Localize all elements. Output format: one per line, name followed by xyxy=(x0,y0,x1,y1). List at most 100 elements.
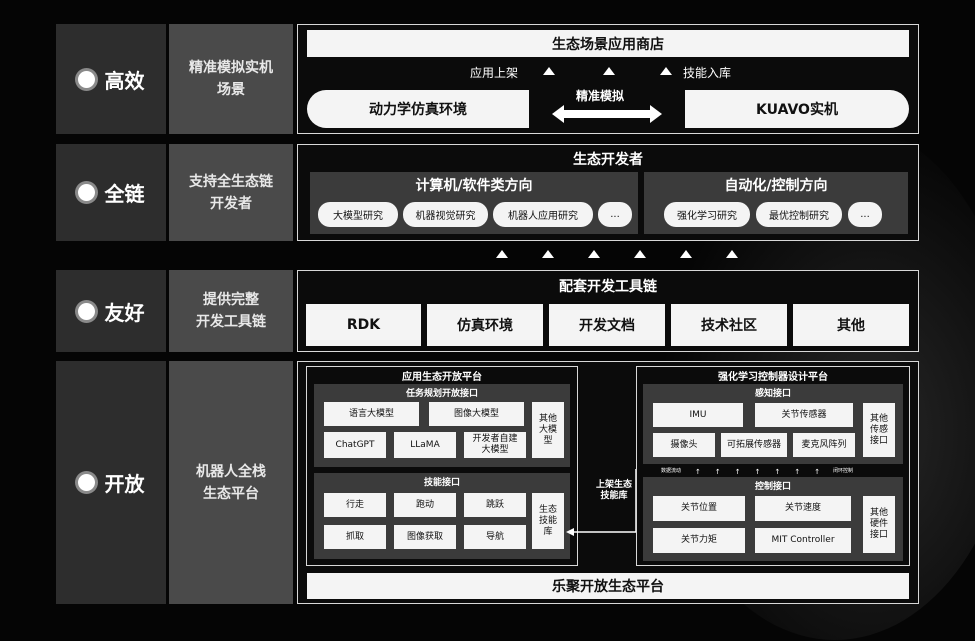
skill-entry-label: 技能入库 xyxy=(683,66,732,80)
connector-arrow-icon xyxy=(566,469,637,536)
more-pill[interactable]: ... xyxy=(598,202,632,227)
software-direction-title: 计算机/软件类方向 xyxy=(415,178,533,194)
arrow-up-icon xyxy=(660,67,672,75)
arrow-up-icon xyxy=(543,67,555,75)
language-model-button[interactable]: 语言大模型 xyxy=(324,402,419,426)
rdk-button[interactable]: RDK xyxy=(306,304,421,346)
row-tag-efficient: 高效 xyxy=(56,24,166,134)
arrow-up-icon xyxy=(634,250,646,258)
task-planning-box: 任务规划开放接口 语言大模型 图像大模型 ChatGPT LLaMA 开发者自建… xyxy=(314,384,570,467)
rl-controller-platform: 强化学习控制器设计平台 感知接口 IMU 关节传感器 摄像头 可拓展传感器 麦克… xyxy=(636,366,910,566)
desc-line: 场景 xyxy=(217,82,245,98)
flow-arrows-icon: ↑↑↑↑↑↑↑ xyxy=(695,468,835,476)
grasp-button[interactable]: 抓取 xyxy=(324,525,386,549)
desc-line: 提供完整 xyxy=(203,292,259,308)
camera-button[interactable]: 摄像头 xyxy=(653,433,715,457)
desc-line: 开发工具链 xyxy=(196,314,266,330)
image-capture-button[interactable]: 图像获取 xyxy=(394,525,456,549)
row2-frame: 生态开发者 计算机/软件类方向 大模型研究 机器视觉研究 机器人应用研究 ...… xyxy=(297,144,919,241)
arrow-up-icon xyxy=(588,250,600,258)
joint-torque-button[interactable]: 关节力矩 xyxy=(653,528,745,553)
walk-button[interactable]: 行走 xyxy=(324,493,386,517)
automation-direction-title: 自动化/控制方向 xyxy=(724,178,828,194)
extensible-sensor-button[interactable]: 可拓展传感器 xyxy=(721,433,787,457)
app-ecosystem-platform: 应用生态开放平台 任务规划开放接口 语言大模型 图像大模型 ChatGPT LL… xyxy=(306,366,578,566)
desc-line: 支持全生态链 xyxy=(189,173,273,190)
run-button[interactable]: 跑动 xyxy=(394,493,456,517)
data-flow-label: 数据流动 xyxy=(661,468,682,474)
robot-app-research-pill[interactable]: 机器人应用研究 xyxy=(493,202,593,227)
sim-env-button[interactable]: 仿真环境 xyxy=(427,304,543,346)
desc-line: 生态平台 xyxy=(203,485,259,502)
kuavo-robot-pill[interactable]: KUAVO实机 xyxy=(685,90,909,128)
row-tag-full-chain: 全链 xyxy=(56,144,166,241)
bullet-icon xyxy=(77,474,95,491)
upload-skill-label: 上架生态技能库 xyxy=(596,480,633,501)
row-tag-open: 开放 xyxy=(56,361,166,604)
perception-title: 感知接口 xyxy=(754,388,791,399)
app-platform-title: 应用生态开放平台 xyxy=(402,371,482,383)
bullet-icon xyxy=(77,184,95,201)
optimal-control-pill[interactable]: 最优控制研究 xyxy=(756,202,842,227)
bullet-icon xyxy=(77,302,95,320)
row-desc-open: 机器人全栈生态平台 xyxy=(169,361,293,604)
vision-research-pill[interactable]: 机器视觉研究 xyxy=(403,202,488,227)
bullet-icon xyxy=(77,70,95,88)
leju-open-platform-bar[interactable]: 乐聚开放生态平台 xyxy=(307,573,909,599)
toolchain-title: 配套开发工具链 xyxy=(559,279,657,295)
row-desc-efficient: 精准模拟实机场景 xyxy=(169,24,293,134)
joint-position-button[interactable]: 关节位置 xyxy=(653,496,745,521)
joint-sensor-button[interactable]: 关节传感器 xyxy=(755,403,853,427)
rl-platform-title: 强化学习控制器设计平台 xyxy=(718,371,828,383)
llm-research-pill[interactable]: 大模型研究 xyxy=(318,202,398,227)
more-pill[interactable]: ... xyxy=(848,202,882,227)
control-interface-box: 控制接口 关节位置 关节速度 关节力矩 MIT Controller 其他硬件接… xyxy=(643,477,903,561)
joint-velocity-button[interactable]: 关节速度 xyxy=(755,496,851,521)
other-sensor-button[interactable]: 其他传感接口 xyxy=(863,403,895,457)
row3-frame: 配套开发工具链 RDK 仿真环境 开发文档 技术社区 其他 xyxy=(297,270,919,352)
row-tag-text: 开放 xyxy=(104,472,145,496)
dynamics-sim-pill[interactable]: 动力学仿真环境 xyxy=(307,90,529,128)
tech-community-button[interactable]: 技术社区 xyxy=(671,304,787,346)
double-arrow-icon xyxy=(552,105,662,123)
row-desc-full-chain: 支持全生态链开发者 xyxy=(169,144,293,241)
dev-docs-button[interactable]: 开发文档 xyxy=(549,304,665,346)
app-upload-label: 应用上架 xyxy=(470,66,519,80)
control-title: 控制接口 xyxy=(754,481,791,492)
skill-library-button[interactable]: 生态技能库 xyxy=(532,493,564,549)
arrow-up-icon xyxy=(726,250,738,258)
chatgpt-button[interactable]: ChatGPT xyxy=(324,432,386,458)
arrow-up-icon xyxy=(496,250,508,258)
row-tag-text: 全链 xyxy=(104,182,145,206)
rl-research-pill[interactable]: 强化学习研究 xyxy=(664,202,750,227)
jump-button[interactable]: 跳跃 xyxy=(464,493,526,517)
custom-model-button[interactable]: 开发者自建大模型 xyxy=(464,432,526,458)
other-hardware-button[interactable]: 其他硬件接口 xyxy=(863,496,895,553)
developer-title: 生态开发者 xyxy=(573,152,643,168)
task-planning-title: 任务规划开放接口 xyxy=(405,388,478,399)
row1-frame: 生态场景应用商店 应用上架 技能入库 动力学仿真环境 精准模拟 KUAVO实机 xyxy=(297,24,919,134)
skill-interface-box: 技能接口 行走 跑动 跳跃 抓取 图像获取 导航 生态技能库 xyxy=(314,473,570,559)
navigation-button[interactable]: 导航 xyxy=(464,525,526,549)
others-button[interactable]: 其他 xyxy=(793,304,909,346)
app-store-bar[interactable]: 生态场景应用商店 xyxy=(307,30,909,57)
software-direction-box: 计算机/软件类方向 大模型研究 机器视觉研究 机器人应用研究 ... xyxy=(310,172,638,234)
skill-interface-title: 技能接口 xyxy=(423,477,460,488)
image-model-button[interactable]: 图像大模型 xyxy=(429,402,524,426)
row-tag-text: 高效 xyxy=(104,68,145,93)
llama-button[interactable]: LLaMA xyxy=(394,432,456,458)
row-tag-friendly: 友好 xyxy=(56,270,166,352)
row-tag-text: 友好 xyxy=(104,300,145,325)
desc-line: 精准模拟实机 xyxy=(189,60,273,76)
mic-array-button[interactable]: 麦克风阵列 xyxy=(793,433,855,457)
row-desc-friendly: 提供完整开发工具链 xyxy=(169,270,293,352)
imu-button[interactable]: IMU xyxy=(653,403,743,427)
arrow-up-icon xyxy=(603,67,615,75)
perception-interface-box: 感知接口 IMU 关节传感器 摄像头 可拓展传感器 麦克风阵列 其他传感接口 xyxy=(643,384,903,464)
arrow-up-icon xyxy=(542,250,554,258)
mit-controller-button[interactable]: MIT Controller xyxy=(755,528,851,553)
other-models-button[interactable]: 其他大模型 xyxy=(532,402,564,458)
arrow-up-icon xyxy=(680,250,692,258)
closed-loop-label: 闭环控制 xyxy=(833,468,854,474)
automation-direction-box: 自动化/控制方向 强化学习研究 最优控制研究 ... xyxy=(644,172,908,234)
